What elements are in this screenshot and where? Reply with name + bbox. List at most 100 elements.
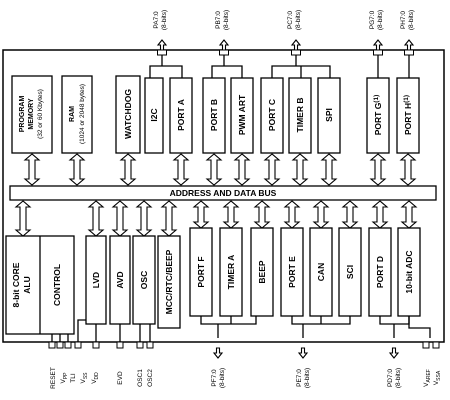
pin-square [116, 341, 124, 349]
arrow-timer-b [291, 153, 309, 186]
arrow-ram [68, 153, 86, 186]
port-arrow-pe [297, 347, 309, 359]
port-arrow-pf [212, 347, 224, 359]
pin-tli: TLI [70, 373, 77, 383]
upper-bus-arrows [23, 153, 417, 186]
svg-text:(8-bits): (8-bits) [223, 10, 230, 30]
svg-text:PB7:0: PB7:0 [215, 11, 222, 29]
pin-evd: EVD [117, 371, 124, 385]
svg-text:WATCHDOG: WATCHDOG [123, 89, 133, 139]
arrow-port-c [263, 153, 281, 186]
program-memory-block [11, 75, 53, 154]
svg-text:RAM: RAM [69, 106, 76, 122]
svg-text:(8-bits): (8-bits) [377, 10, 384, 30]
svg-text:MEMORY: MEMORY [28, 98, 35, 130]
pin-square [74, 341, 82, 349]
pin-vss: VSS [80, 372, 89, 384]
bottom-pins [48, 341, 440, 349]
spi-block [317, 77, 341, 154]
svg-text:TIMER B: TIMER B [295, 98, 305, 133]
svg-text:8-bit CORE: 8-bit CORE [11, 262, 21, 307]
svg-text:PORT D: PORT D [375, 256, 385, 288]
svg-text:AVD: AVD [115, 271, 125, 288]
svg-text:PG7:0: PG7:0 [369, 10, 376, 29]
port-a-block [169, 77, 193, 154]
port-label-pc: PC7:0 (8-bits) [287, 10, 302, 30]
pin-square [146, 341, 154, 349]
arrow-pwm-art [233, 153, 251, 186]
svg-text:ALU: ALU [22, 276, 32, 293]
port-label-pa: PA7:0 (8-bits) [153, 10, 168, 30]
svg-text:(1024 or 2048 bytes): (1024 or 2048 bytes) [79, 84, 86, 144]
port-g-block [366, 77, 390, 154]
svg-text:PWM ART: PWM ART [237, 94, 247, 135]
pin-reset: RESET [50, 367, 57, 389]
arrow-port-g [369, 153, 387, 186]
ram-block [61, 75, 93, 154]
port-label-pg: PG7:0 (8-bits) [369, 10, 384, 30]
svg-text:(8-bits): (8-bits) [295, 10, 302, 30]
watchdog-block [115, 75, 141, 154]
port-label-pb: PB7:0 (8-bits) [215, 10, 230, 30]
port-label-pf: PF7:0 (8-bits) [211, 368, 226, 388]
svg-text:(8-bits): (8-bits) [304, 368, 311, 388]
svg-text:PD7:0: PD7:0 [387, 369, 394, 387]
pin-square [64, 341, 72, 349]
pin-square [136, 341, 144, 349]
svg-text:PORT H(1): PORT H(1) [403, 95, 413, 135]
port-h-block [396, 77, 420, 154]
svg-text:(8-bits): (8-bits) [395, 368, 402, 388]
port-arrow-pb [218, 39, 230, 56]
pin-vdd: VDD [91, 372, 100, 384]
svg-text:(32 or 60 Kbytes): (32 or 60 Kbytes) [37, 89, 44, 139]
arrow-watchdog [119, 153, 137, 186]
svg-text:(8-bits): (8-bits) [408, 10, 415, 30]
mcc-rtc-beep-block [157, 235, 181, 329]
pin-square [48, 341, 56, 349]
svg-text:MCC/RTC/BEEP: MCC/RTC/BEEP [164, 249, 174, 314]
port-arrow-pg [372, 39, 384, 56]
svg-text:PF7:0: PF7:0 [211, 369, 218, 387]
pin-vpp: VPP [60, 372, 69, 384]
timer-b-block [288, 77, 312, 154]
svg-text:SCI: SCI [345, 265, 355, 279]
arrow-program-memory [23, 153, 41, 186]
svg-text:10-bit ADC: 10-bit ADC [404, 250, 414, 293]
port-label-pe: PE7:0 (8-bits) [296, 368, 311, 388]
pin-square [432, 341, 440, 349]
i2c-block [144, 77, 164, 154]
svg-text:PA7:0: PA7:0 [153, 11, 160, 29]
pin-vssa: VSSA [433, 370, 442, 385]
arrow-port-b [205, 153, 223, 186]
svg-text:PORT G(1): PORT G(1) [373, 95, 383, 136]
control-label: CONTROL [52, 264, 62, 306]
pwm-art-block [230, 77, 254, 154]
arrow-port-a [172, 153, 190, 186]
pin-square [92, 341, 100, 349]
port-b-block [202, 77, 226, 154]
port-label-pd: PD7:0 (8-bits) [387, 368, 402, 388]
pin-square [422, 341, 430, 349]
beep-block [250, 227, 274, 317]
svg-text:PROGRAM: PROGRAM [19, 96, 26, 133]
svg-text:PH7:0: PH7:0 [400, 11, 407, 29]
svg-text:I2C: I2C [149, 108, 159, 121]
svg-text:(8-bits): (8-bits) [219, 368, 226, 388]
svg-text:ADDRESS AND DATA BUS: ADDRESS AND DATA BUS [170, 188, 277, 198]
svg-text:TIMER A: TIMER A [226, 255, 236, 290]
arrow-port-h [399, 153, 417, 186]
svg-text:PORT C: PORT C [267, 99, 277, 131]
svg-text:(8-bits): (8-bits) [161, 10, 168, 30]
pin-osc1: OSC1 [137, 369, 144, 387]
port-arrow-pa [156, 39, 168, 56]
port-arrow-pd [388, 347, 400, 359]
svg-text:SPI: SPI [324, 108, 334, 122]
svg-text:OSC: OSC [139, 271, 149, 289]
arrow-spi [320, 153, 338, 186]
osc-block [132, 235, 156, 325]
svg-text:PORT E: PORT E [287, 256, 297, 288]
svg-text:PORT F: PORT F [196, 256, 206, 287]
port-arrow-ph [403, 39, 415, 56]
port-label-ph: PH7:0 (8-bits) [400, 10, 415, 30]
